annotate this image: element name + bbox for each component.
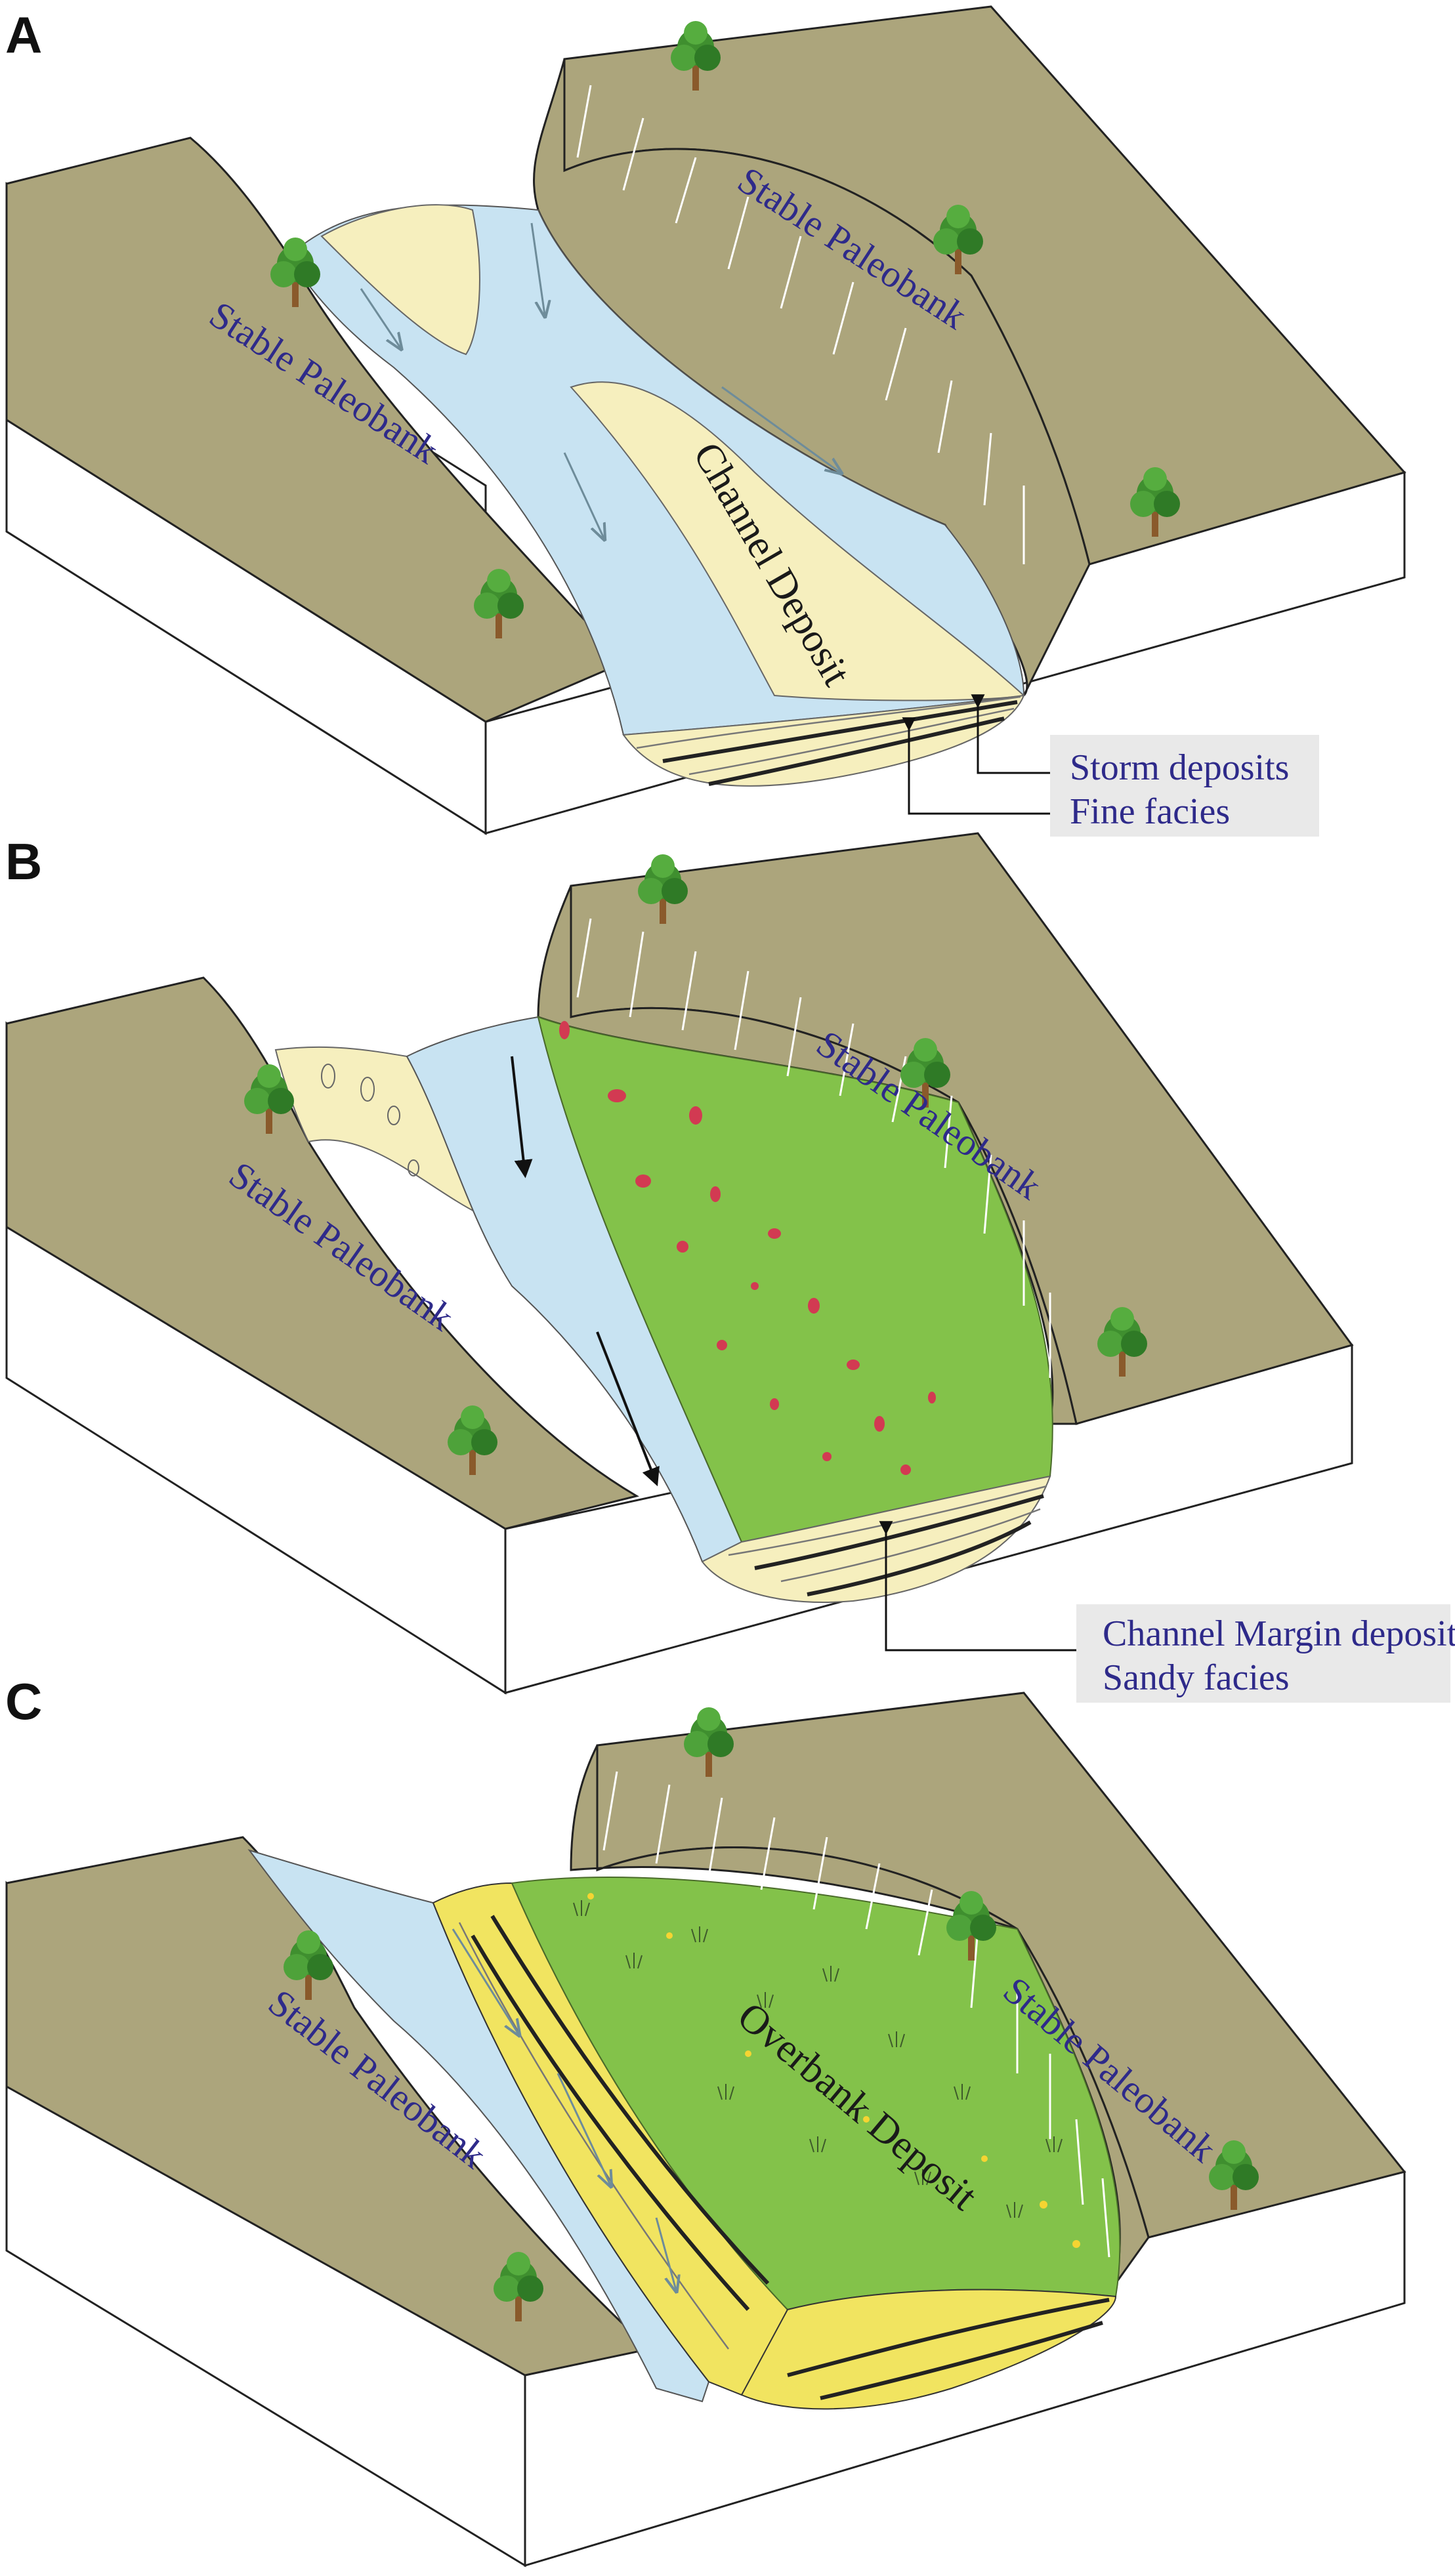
- panel-a-upper-bar: [320, 204, 480, 356]
- panel-a-callout-storm: Storm deposits: [1070, 747, 1289, 788]
- panel-b-callout-box: [1076, 1604, 1450, 1703]
- panel-a-layer: [662, 700, 1018, 763]
- panel-letter-c: C: [5, 1672, 42, 1730]
- panel-b-layer: [754, 1494, 1044, 1570]
- panel-a-layer: [636, 696, 1021, 749]
- panel-a-flow-arrow: [360, 288, 400, 348]
- panel-c-scarp-ticks: [602, 1771, 1110, 2258]
- panel-a-callout-fine: Fine facies: [1070, 791, 1230, 832]
- panel-c-flow-arrow: [452, 1928, 518, 2034]
- panel-c-flowers: [587, 1893, 1080, 2248]
- panel-b-flow-arrow: [596, 1331, 660, 1487]
- panel-a-leader-storm: [971, 694, 1050, 774]
- panel-c-layer: [820, 2321, 1103, 2400]
- panel-b-pebbles: [321, 1064, 419, 1176]
- panel-c-levee-layer: [490, 1915, 770, 2285]
- panel-letter-a: A: [5, 6, 42, 64]
- panel-a-callout-box: [1050, 735, 1319, 837]
- panel-b-callout-sandy: Sandy facies: [1103, 1657, 1290, 1698]
- panel-c-flow-arrow: [557, 2073, 610, 2185]
- panel-b-flow-arrow: [511, 1056, 533, 1178]
- panel-a-scarp-ticks: [576, 85, 1025, 564]
- panel-a-flow-arrow: [721, 386, 840, 472]
- panel-c-levee-layer: [471, 1934, 750, 2312]
- panel-c-layer: [787, 2298, 1110, 2377]
- panel-a-flow-arrow: [530, 222, 545, 315]
- panel-b-clasts: [559, 1021, 936, 1475]
- panel-a-layer: [688, 707, 1015, 776]
- panel-a-left-side: [5, 418, 487, 835]
- panel-b-layer: [780, 1508, 1041, 1583]
- panel-c-cutbank: [570, 1745, 1150, 2284]
- panel-b-scarp-ticks: [576, 918, 1051, 1378]
- panel-b-leader: [879, 1521, 1076, 1652]
- panel-a-flow-arrow: [563, 452, 604, 538]
- panel-b-left-bank: [5, 976, 639, 1530]
- panel-a: A Stable Paleobank Stable Paleobank Chan…: [5, 5, 1406, 837]
- panel-b-layer: [807, 1520, 1032, 1596]
- panel-b: B Stable Paleobank Stable Paleobank Chan…: [5, 832, 1455, 1703]
- panel-c-levee-layer: [458, 1922, 730, 2350]
- panel-a-layer: [708, 717, 1005, 786]
- panel-b-callout-margin: Channel Margin deposits: [1103, 1613, 1455, 1654]
- panel-a-left-bank: [5, 136, 625, 723]
- panel-a-leader-fine: [902, 717, 1050, 815]
- panel-c-grass: [573, 1900, 1063, 2218]
- panel-c: C Stable Paleobank Stable Paleobank Over…: [5, 1672, 1406, 2567]
- panel-c-flow-arrow: [655, 2217, 676, 2290]
- panel-letter-b: B: [5, 833, 42, 890]
